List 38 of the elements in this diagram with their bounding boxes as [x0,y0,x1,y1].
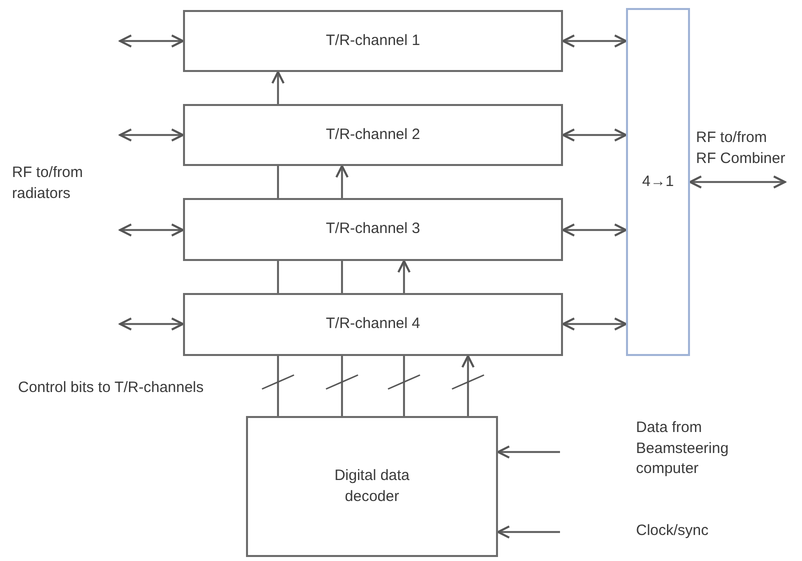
double-arrow [496,525,560,539]
note-label: Control bits to T/R-channels [18,378,205,398]
block-box [183,10,563,72]
double-arrow [118,34,184,48]
block-label: Digital data decoder [333,466,411,506]
control-bus-line [277,356,279,416]
double-arrow [118,223,184,237]
double-arrow [562,317,628,331]
block-box [183,293,563,356]
block-label: T/R-channel 3 [326,219,420,240]
control-bus-line [271,70,285,104]
double-arrow [688,175,786,189]
control-bus-line [277,261,279,293]
note-label: Data from Beamsteering computer [636,418,730,480]
double-arrow [118,128,184,142]
double-arrow [496,445,560,459]
block-box [246,416,498,557]
note-label: RF to/from RF Combiner [696,128,786,169]
block-box [183,198,563,261]
double-arrow [562,128,628,142]
note-label: RF to/from radiators [12,163,84,204]
control-bus-line [341,356,343,416]
control-bus-line [461,354,475,416]
block-box [183,104,563,166]
block-label: T/R-channel 1 [326,30,420,51]
control-bus-line [403,356,405,416]
block-label: T/R-channel 4 [326,314,420,334]
double-arrow [562,223,628,237]
double-arrow [118,317,184,331]
control-bus-line [397,260,411,293]
control-bus-line [341,261,343,293]
block-label: T/R-channel 2 [326,124,420,145]
note-label: Clock/sync [636,521,710,541]
control-bus-line [335,164,349,198]
combiner-box [626,8,690,356]
double-arrow [562,34,628,48]
control-bus-line [277,166,279,198]
block-label: 4→1 [642,172,674,192]
